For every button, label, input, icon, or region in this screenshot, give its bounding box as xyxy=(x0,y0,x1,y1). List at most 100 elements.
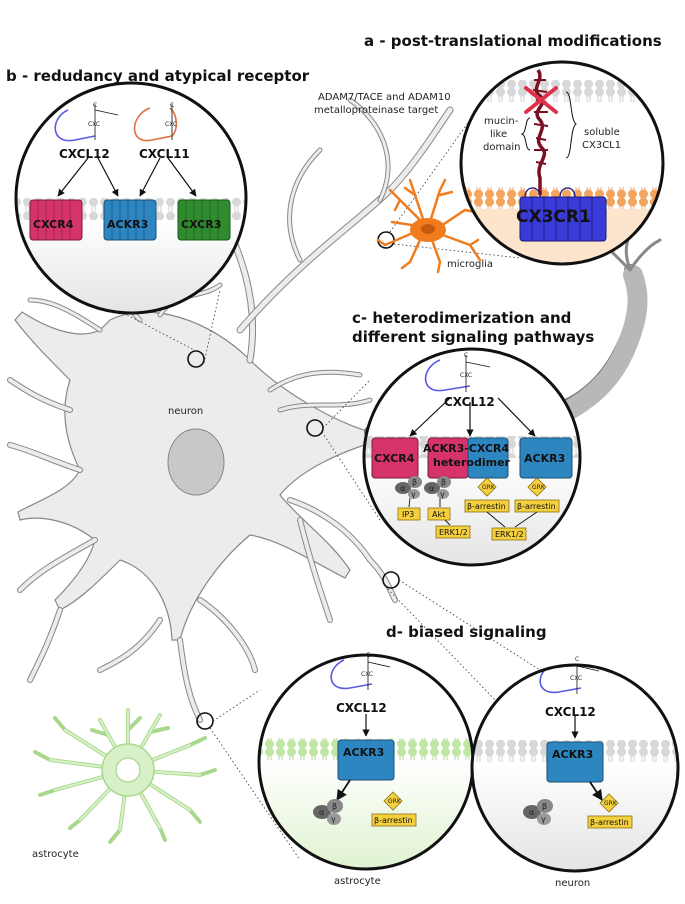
barrestin-label-c2: β-arrestin xyxy=(517,502,556,511)
cleavage-cross xyxy=(524,86,558,114)
grk-diamond-d2 xyxy=(599,793,619,813)
dendrite xyxy=(98,598,257,722)
panel-b-circle xyxy=(14,81,248,315)
dendrite xyxy=(348,98,390,202)
astrocyte-d-label: astrocyte xyxy=(334,876,381,887)
g-protein-1 xyxy=(395,476,422,499)
ip3-box xyxy=(397,507,421,521)
mucin-line3: domain xyxy=(483,142,520,153)
beta-c1: β xyxy=(412,478,417,487)
chemokine-cxcl12-c: CXCL12 xyxy=(444,395,495,409)
cx3cr1-label: CX3CR1 xyxy=(516,207,591,227)
neuron-d-label: neuron xyxy=(555,878,590,889)
chemokine-cxcl11-b: CXCL11 xyxy=(139,147,190,161)
cxcr4-receptor-c xyxy=(371,437,419,479)
connector-lines xyxy=(69,119,541,861)
grk-diamond-d1 xyxy=(383,791,403,811)
ackr3-label-d1: ACKR3 xyxy=(343,746,384,759)
gamma-d2: γ xyxy=(541,815,546,824)
d2-c-letter: C xyxy=(575,656,579,663)
panel-c-title-1: c- heterodimerization and xyxy=(352,309,571,327)
b-c-letter-2: C xyxy=(170,102,174,109)
microglia-cell xyxy=(376,178,482,274)
ip3-label: IP3 xyxy=(402,510,414,519)
chemokine-cxcl12-d1: CXCL12 xyxy=(336,701,387,715)
neuron-nucleus xyxy=(167,428,225,496)
beta-c2: β xyxy=(441,478,446,487)
gamma-c2: γ xyxy=(440,490,445,499)
ackr3-receptor-d2 xyxy=(546,741,604,783)
alpha-c2: α xyxy=(429,484,434,493)
gamma-c1: γ xyxy=(411,490,416,499)
panel-a-title: a - post-translational modifications xyxy=(364,32,662,50)
grk-label-c2: GRK xyxy=(532,484,546,491)
panel-a-circle xyxy=(459,60,665,266)
mucin-brace xyxy=(520,117,531,151)
heterodimer-line2: heterodimer xyxy=(433,456,511,469)
neuron-cell xyxy=(7,97,662,723)
cx3cr1-receptor xyxy=(519,187,607,242)
alpha-c1: α xyxy=(400,484,405,493)
grk-diamond-1 xyxy=(477,477,497,497)
dendrite xyxy=(288,148,322,262)
c-cxc: CXC xyxy=(460,372,472,379)
d1-cxc: CXC xyxy=(361,671,373,678)
b-cxc-2: CXC xyxy=(165,121,177,128)
grk-label-c1: GRK xyxy=(482,484,496,491)
ackr3-label-c: ACKR3 xyxy=(524,452,565,465)
panel-d-neuron-circle xyxy=(470,663,680,873)
ackr3-receptor xyxy=(103,199,157,241)
b-c-letter-1: C xyxy=(93,102,97,109)
soluble-line2: CX3CL1 xyxy=(582,140,621,151)
astrocyte-cell xyxy=(33,708,217,844)
grk-label-d1: GRK xyxy=(388,798,402,805)
alpha-d2: α xyxy=(529,808,534,817)
grk-label-d2: GRK xyxy=(604,800,618,807)
astrocyte-label: astrocyte xyxy=(32,849,79,860)
barrestin-box-d1 xyxy=(371,813,417,827)
heterodimer-line1: ACKR3-CXCR4 xyxy=(423,442,510,455)
axon-myelin xyxy=(550,265,648,425)
cxcr3-label-b: CXCR3 xyxy=(181,218,221,231)
cxcr4-label-b: CXCR4 xyxy=(33,218,74,231)
erk-label-c2: ERK1/2 xyxy=(495,530,524,539)
g-protein-d1 xyxy=(313,799,343,825)
neuron-label: neuron xyxy=(168,406,203,417)
protease-line1: ADAM7/TACE and ADAM10 xyxy=(318,92,451,103)
soluble-line1: soluble xyxy=(584,127,620,138)
barrestin-label-c1: β-arrestin xyxy=(467,502,506,511)
ackr3-receptor-c xyxy=(519,437,573,479)
beta-d2: β xyxy=(542,802,547,811)
chemokine-cxcl12-d2: CXCL12 xyxy=(545,705,596,719)
g-protein-2 xyxy=(424,476,451,499)
heterodimer-cxcr4 xyxy=(467,437,509,479)
erk-box-2 xyxy=(491,527,527,541)
soluble-brace xyxy=(565,91,577,159)
panel-b-title: b - redudancy and atypical receptor xyxy=(6,67,310,85)
c-c-letter: C xyxy=(464,352,468,359)
chemokine-cxcl12-b: CXCL12 xyxy=(59,147,110,161)
b-cxc-1: CXC xyxy=(88,121,100,128)
barrestin-label-d2: β-arrestin xyxy=(590,818,629,827)
dendrite xyxy=(268,370,372,412)
barrestin-label-d1: β-arrestin xyxy=(374,816,413,825)
ackr3-label-b: ACKR3 xyxy=(107,218,148,231)
gamma-d1: γ xyxy=(331,815,336,824)
dendrite xyxy=(8,378,97,682)
g-protein-d2 xyxy=(523,799,553,825)
akt-label: Akt xyxy=(432,510,445,519)
panel-d-title: d- biased signaling xyxy=(386,623,547,641)
erk-label-c1: ERK1/2 xyxy=(439,528,468,537)
akt-box xyxy=(427,507,451,521)
beta-d1: β xyxy=(332,802,337,811)
alpha-d1: α xyxy=(319,808,324,817)
erk-box-1 xyxy=(435,525,471,539)
barrestin-box-2 xyxy=(514,499,560,513)
mucin-stalk xyxy=(534,68,547,195)
ackr3-label-d2: ACKR3 xyxy=(552,748,593,761)
protease-line2: metalloproteinase target xyxy=(314,105,438,116)
panel-c-title-2: different signaling pathways xyxy=(352,328,594,346)
grk-diamond-2 xyxy=(527,477,547,497)
cxcr3-receptor xyxy=(177,199,231,241)
